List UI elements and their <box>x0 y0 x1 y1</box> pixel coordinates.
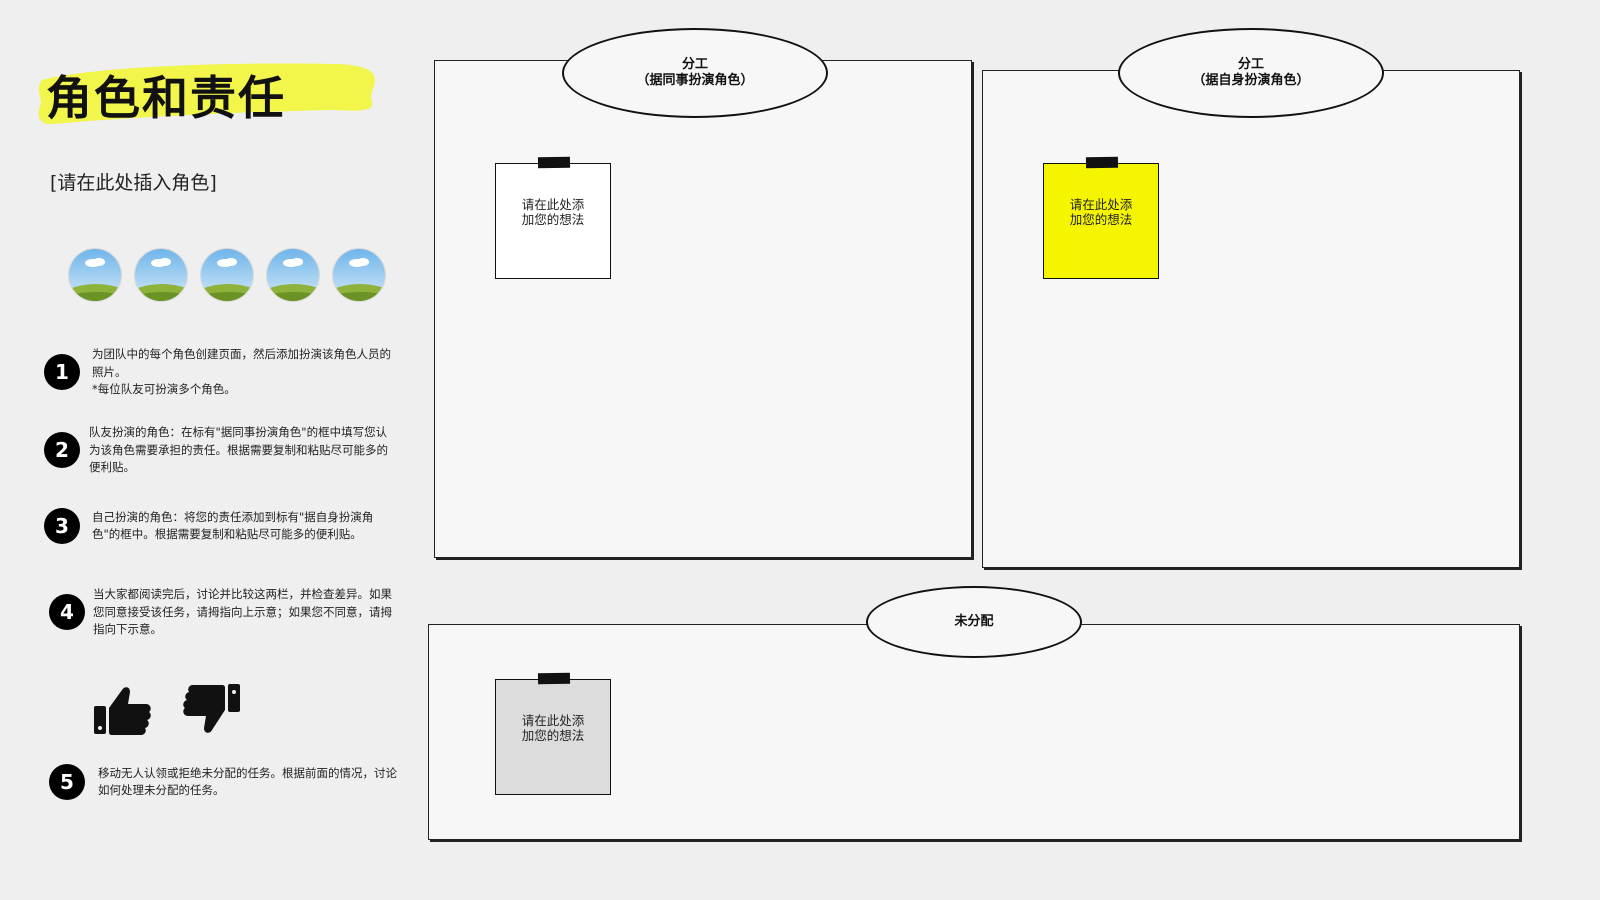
board-unassigned-title: 未分配 <box>866 586 1082 658</box>
board-colleagues-title: 分工 （据同事扮演角色） <box>562 28 828 118</box>
landscape-photo-placeholder-icon <box>333 249 385 301</box>
step-text: 移动无人认领或拒绝未分配的任务。根据前面的情况，讨论如何处理未分配的任务。 <box>98 765 397 798</box>
board-title-line2: （据同事扮演角色） <box>636 73 754 88</box>
vote-icons <box>94 684 240 738</box>
step-number-badge: 3 <box>44 508 80 544</box>
board-title-line2: （据自身扮演角色） <box>1192 73 1310 88</box>
sticky-note[interactable]: 请在此处添加您的想法 <box>1043 156 1159 279</box>
step-text: 为团队中的每个角色创建页面，然后添加扮演该角色人员的照片。 *每位队友可扮演多个… <box>92 347 391 396</box>
instruction-step-3: 3 自己扮演的角色：将您的责任添加到标有"据自身扮演角色"的框中。根据需要复制和… <box>44 508 397 544</box>
step-text: 队友扮演的角色：在标有"据同事扮演角色"的框中填写您认为该角色需要承担的责任。根… <box>89 425 388 474</box>
avatar-row <box>68 248 386 302</box>
step-number-badge: 1 <box>44 354 80 391</box>
note-tape <box>537 156 571 169</box>
thumbs-down-icon[interactable] <box>182 684 240 738</box>
instruction-step-4: 4 当大家都阅读完后，讨论并比较这两栏，并检查差异。如果您同意接受该任务，请拇指… <box>49 586 398 639</box>
step-text: 当大家都阅读完后，讨论并比较这两栏，并检查差异。如果您同意接受该任务，请拇指向上… <box>93 587 392 636</box>
sticky-note-text[interactable]: 请在此处添加您的想法 <box>521 713 585 743</box>
sticky-note[interactable]: 请在此处添加您的想法 <box>495 672 611 795</box>
avatar[interactable] <box>200 248 254 302</box>
board-unassigned[interactable]: 请在此处添加您的想法 <box>428 624 1520 840</box>
avatar[interactable] <box>134 248 188 302</box>
step-text: 自己扮演的角色：将您的责任添加到标有"据自身扮演角色"的框中。根据需要复制和粘贴… <box>92 509 374 542</box>
step-number-badge: 4 <box>49 594 85 631</box>
instruction-step-5: 5 移动无人认领或拒绝未分配的任务。根据前面的情况，讨论如何处理未分配的任务。 <box>49 764 398 800</box>
board-self[interactable]: 请在此处添加您的想法 <box>982 70 1520 568</box>
page-title: 角色和责任 <box>46 71 286 125</box>
sticky-note[interactable]: 请在此处添加您的想法 <box>495 156 611 279</box>
board-title-line1: 未分配 <box>954 614 994 629</box>
thumbs-up-icon[interactable] <box>94 684 152 738</box>
avatar[interactable] <box>332 248 386 302</box>
highlight-brush <box>38 63 375 125</box>
note-tape <box>1085 156 1119 169</box>
page-title-block: 角色和责任 <box>34 58 384 130</box>
avatar[interactable] <box>68 248 122 302</box>
sticky-note-text[interactable]: 请在此处添加您的想法 <box>1069 197 1133 227</box>
landscape-photo-placeholder-icon <box>135 249 187 301</box>
step-number-badge: 5 <box>49 764 85 800</box>
instruction-step-2: 2 队友扮演的角色：在标有"据同事扮演角色"的框中填写您认为该角色需要承担的责任… <box>44 424 394 477</box>
board-title-line1: 分工 <box>1237 57 1264 72</box>
landscape-photo-placeholder-icon <box>267 249 319 301</box>
landscape-photo-placeholder-icon <box>201 249 253 301</box>
step-number-badge: 2 <box>44 432 80 469</box>
sticky-note-text[interactable]: 请在此处添加您的想法 <box>521 197 585 227</box>
board-title-line1: 分工 <box>681 57 708 72</box>
instruction-step-1: 1 为团队中的每个角色创建页面，然后添加扮演该角色人员的照片。 *每位队友可扮演… <box>44 346 397 399</box>
landscape-photo-placeholder-icon <box>69 249 121 301</box>
board-self-title: 分工 （据自身扮演角色） <box>1118 28 1384 118</box>
note-tape <box>537 672 571 685</box>
avatar[interactable] <box>266 248 320 302</box>
board-colleagues[interactable]: 请在此处添加您的想法 <box>434 60 972 558</box>
role-placeholder[interactable]: [请在此处插入角色] <box>50 172 217 194</box>
